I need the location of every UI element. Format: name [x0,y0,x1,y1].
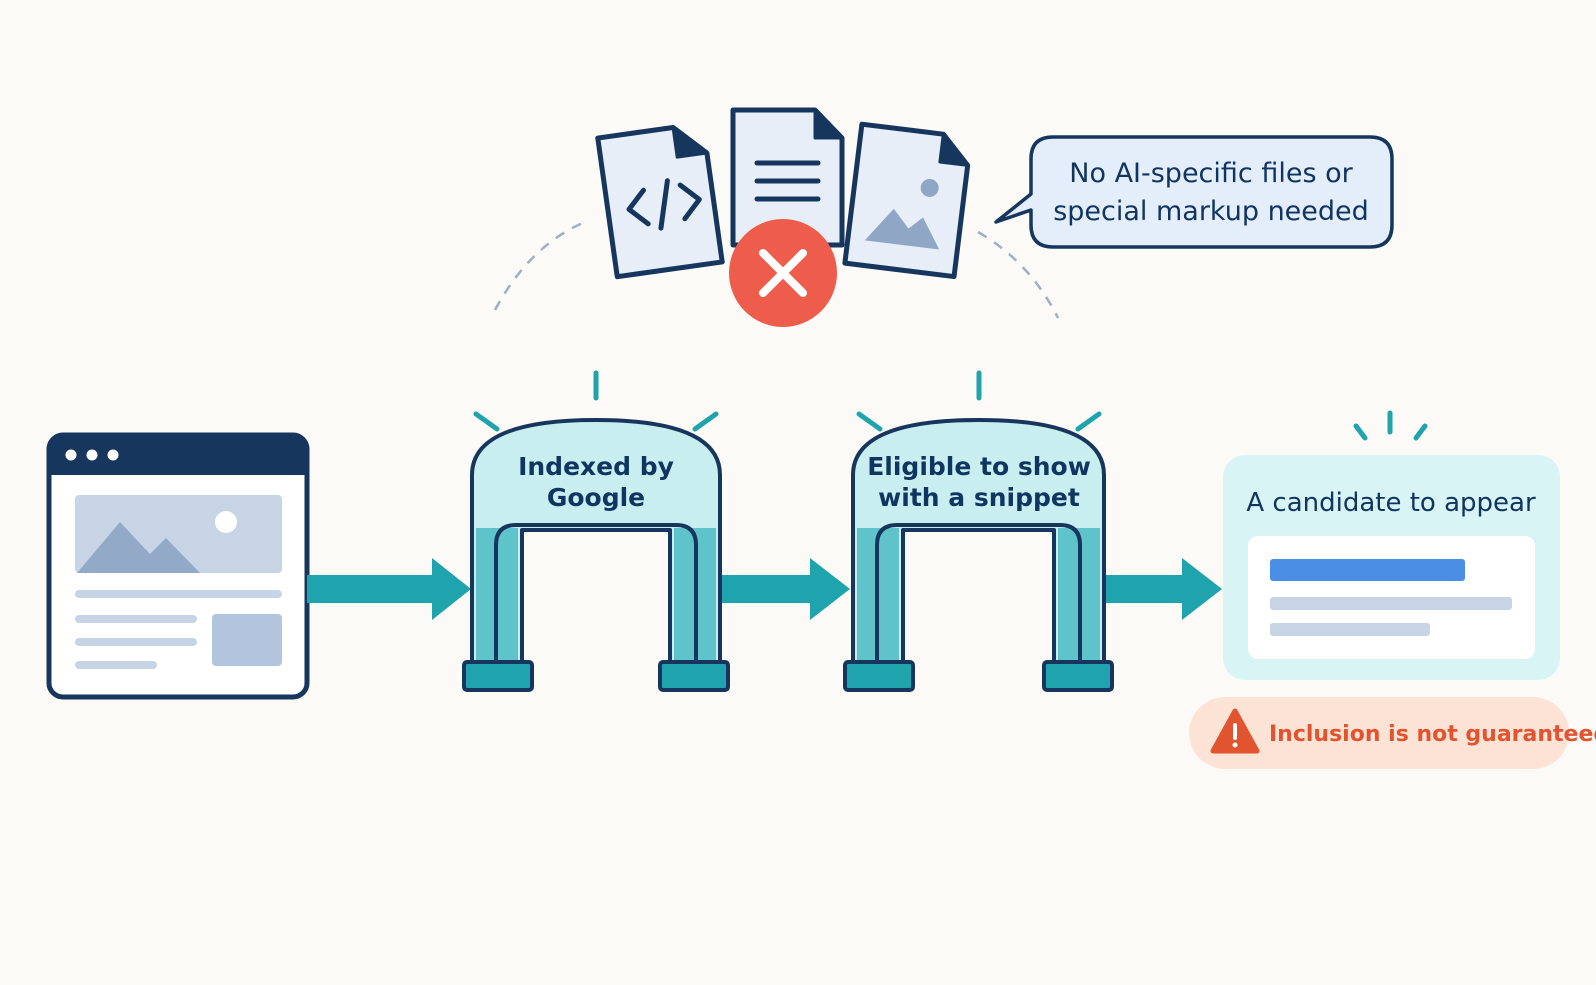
result-rays [1353,410,1428,441]
result-card: A candidate to appear [1223,410,1560,680]
gate-indexed-by-google: Indexed by Google [462,370,730,692]
callout-bubble: No AI-specific files or special markup n… [994,135,1394,249]
red-x-icon [729,219,837,327]
gate-2-rays [856,370,1102,432]
arrow-3 [1098,558,1222,620]
warning-text: Inclusion is not guaranteed [1269,722,1596,747]
gate-2-label-line-2: with a snippet [878,483,1080,512]
arrow-1 [307,558,471,620]
code-file-icon [595,124,725,280]
image-file-icon [842,121,971,280]
dashed-arc [493,220,1060,319]
gate-eligible-to-show: Eligible to show with a snippet [843,370,1114,692]
result-title: A candidate to appear [1246,488,1536,518]
gate-1-rays [473,370,719,432]
gate-1-label-line-2: Google [547,483,645,512]
arrow-2 [716,558,850,620]
text-file-icon [730,107,845,248]
warning-badge: Inclusion is not guaranteed [1189,697,1596,769]
callout-line-2: special markup needed [1053,196,1369,227]
gate-2-label-line-1: Eligible to show [867,452,1091,481]
callout-line-1: No AI-specific files or [1069,158,1353,189]
gate-1-label-line-1: Indexed by [518,452,674,481]
result-title-bar [1270,559,1465,581]
browser-window-icon [46,432,310,700]
warning-triangle-icon [1210,708,1260,754]
